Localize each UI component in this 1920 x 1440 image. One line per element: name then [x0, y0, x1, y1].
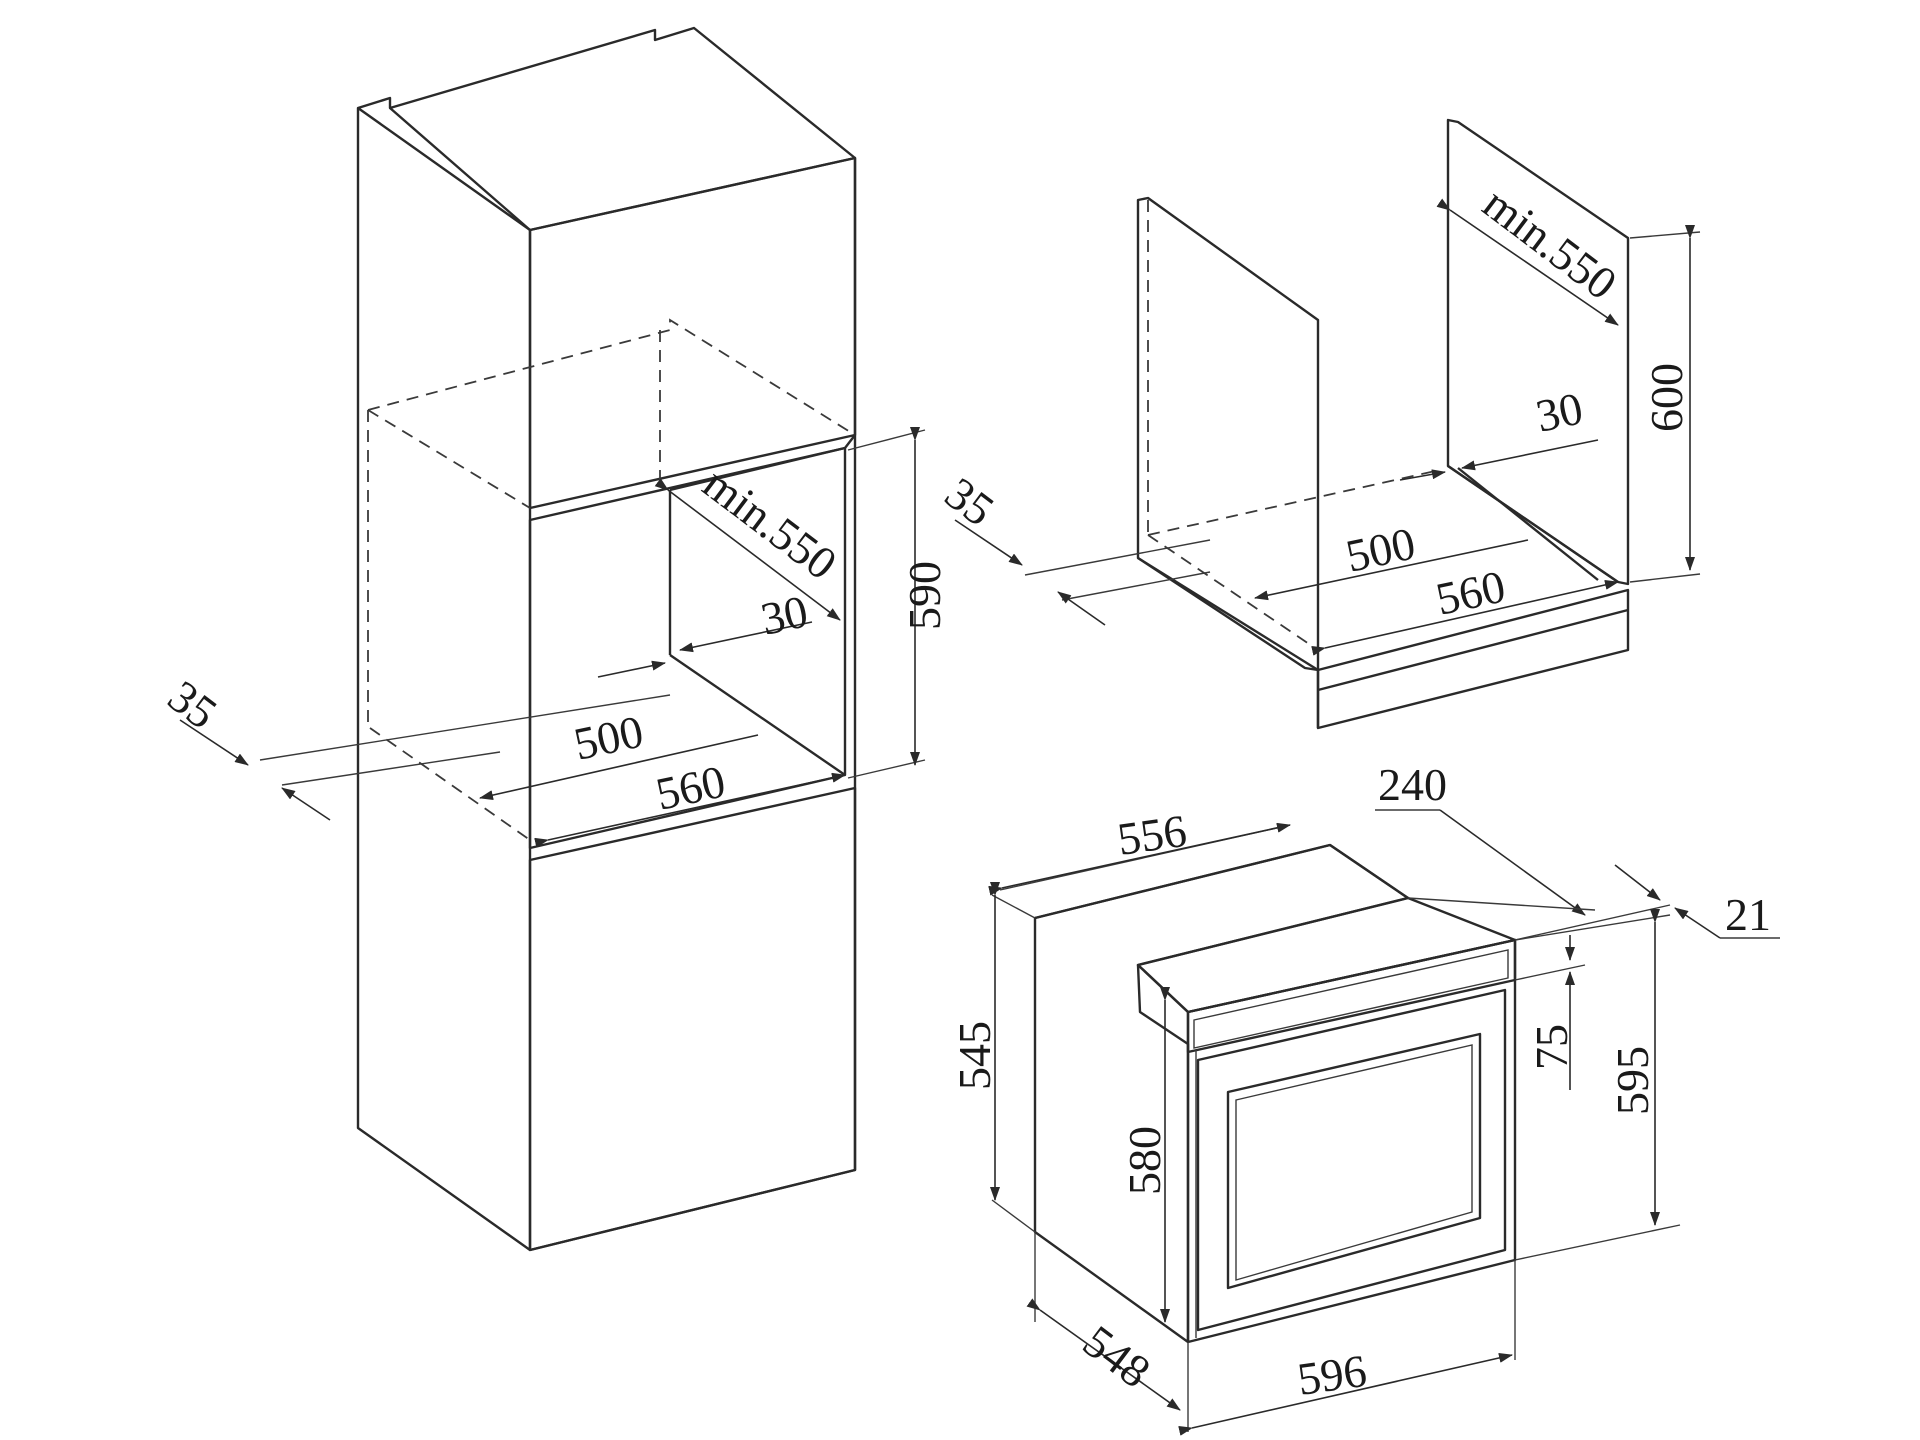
oven-top-depth-label: 240	[1378, 759, 1447, 810]
oven-panel-height-label: 75	[1526, 1024, 1577, 1070]
undercounter-ventilation-label: 35	[936, 467, 1003, 535]
oven-body-depth-label: 548	[1074, 1315, 1160, 1397]
oven-total-depth-label: 556	[1114, 805, 1189, 865]
undercounter-back-gap-label: 30	[1531, 382, 1587, 441]
column-back-gap-label: 30	[756, 585, 812, 644]
oven-dimensions: 556 240 21 545 595 75 580 548	[949, 759, 1780, 1436]
oven	[1033, 843, 1517, 1344]
undercounter-height-label: 600	[1641, 363, 1692, 432]
oven-front-height-label: 595	[1607, 1046, 1658, 1115]
oven-body-height-label: 545	[949, 1021, 1000, 1090]
oven-door-height-label: 580	[1119, 1126, 1170, 1195]
oven-width-label: 596	[1294, 1345, 1369, 1405]
column-depth-label: min.550	[694, 457, 846, 589]
undercounter-depth-label: min.550	[1474, 177, 1626, 309]
undercounter-inner-depth-label: 500	[1341, 518, 1419, 582]
column-width-label: 560	[651, 756, 729, 820]
column-ventilation-label: 35	[159, 670, 226, 738]
column-height-label: 590	[899, 561, 950, 630]
oven-front-offset-label: 21	[1725, 889, 1771, 940]
column-dimensions: min.550 30 500 560 590 35	[159, 427, 950, 848]
undercounter-width-label: 560	[1431, 561, 1509, 625]
column-inner-depth-label: 500	[569, 706, 647, 770]
